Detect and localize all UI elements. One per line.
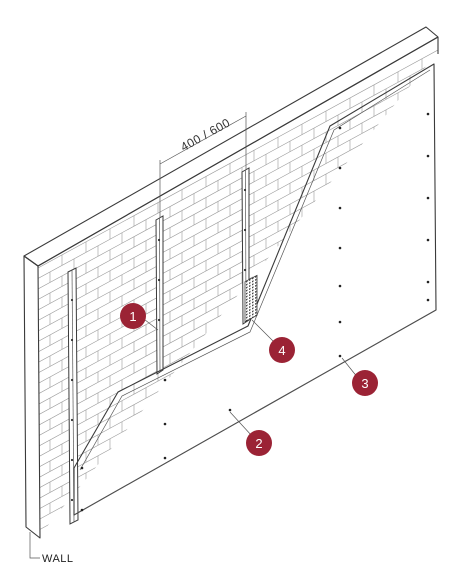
stud-fixing-dot bbox=[70, 338, 74, 342]
screw-dot bbox=[426, 154, 430, 158]
screw-dot bbox=[80, 508, 84, 512]
screw-fixings bbox=[70, 112, 430, 512]
callout-2-number: 2 bbox=[255, 436, 262, 451]
stud-fixing-dot bbox=[157, 238, 161, 242]
screw-dot bbox=[163, 378, 167, 382]
stud-fixing-dot bbox=[70, 498, 74, 502]
stud-fixing-dot bbox=[70, 378, 74, 382]
dimension-label: 400 / 600 bbox=[178, 115, 232, 154]
brick-wall bbox=[38, 40, 438, 540]
screw-dot bbox=[228, 408, 232, 412]
callout-2-circle bbox=[246, 430, 272, 456]
screw-dot bbox=[338, 206, 342, 210]
callout-1: 1 bbox=[120, 303, 159, 331]
screw-dot bbox=[338, 284, 342, 288]
callout-2: 2 bbox=[229, 411, 272, 456]
screw-dot bbox=[163, 456, 167, 460]
screw-dot bbox=[426, 280, 430, 284]
screw-dot bbox=[338, 320, 342, 324]
callout-1-circle bbox=[120, 303, 146, 329]
screw-dot bbox=[426, 298, 430, 302]
stud-2 bbox=[155, 215, 164, 375]
stud-fixing-dot bbox=[157, 318, 161, 322]
screw-dot bbox=[338, 166, 342, 170]
stud-fixing-dot bbox=[70, 298, 74, 302]
callout-4-circle bbox=[269, 337, 295, 363]
wall-label-group: WALL bbox=[29, 532, 74, 565]
screw-dot bbox=[163, 422, 167, 426]
stud-fixing-dot bbox=[243, 228, 247, 232]
wall-label: WALL bbox=[42, 553, 74, 565]
screw-dot bbox=[426, 196, 430, 200]
screw-dot bbox=[338, 246, 342, 250]
callout-4-number: 4 bbox=[278, 343, 285, 358]
stud-fixing-dot bbox=[70, 418, 74, 422]
stud-fixing-dot bbox=[70, 458, 74, 462]
stud-1 bbox=[67, 267, 79, 525]
screw-dot bbox=[80, 466, 84, 470]
stud-fixing-dot bbox=[243, 268, 247, 272]
stud-fixing-dot bbox=[157, 278, 161, 282]
stud-fixing-dot bbox=[243, 188, 247, 192]
mesh-anchor bbox=[244, 274, 258, 323]
wall-outline bbox=[23, 26, 439, 539]
screw-dot bbox=[338, 354, 342, 358]
screw-dot bbox=[426, 238, 430, 242]
screw-dot bbox=[426, 112, 430, 116]
screw-dot bbox=[338, 126, 342, 130]
callout-3-number: 3 bbox=[361, 376, 368, 391]
callout-3: 3 bbox=[341, 357, 378, 396]
callout-1-number: 1 bbox=[129, 309, 136, 324]
cladding-board bbox=[73, 63, 437, 516]
callout-3-circle bbox=[352, 370, 378, 396]
callout-4: 4 bbox=[251, 319, 295, 363]
metal-studs bbox=[67, 167, 250, 525]
